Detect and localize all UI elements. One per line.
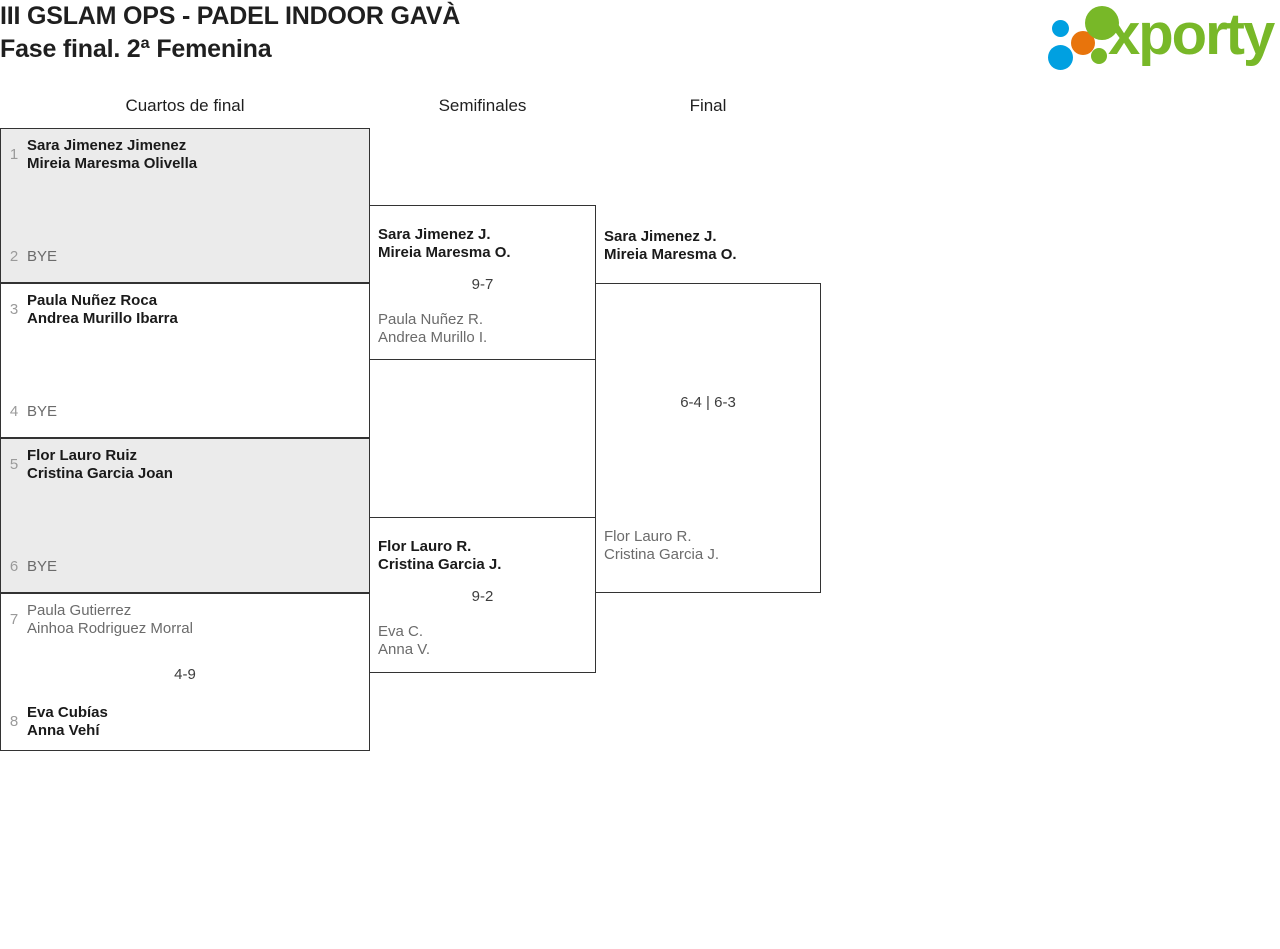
- player-name-1: Paula Nuñez R.: [378, 311, 484, 328]
- team-names: Sara Jimenez Jimenez Mireia Maresma Oliv…: [27, 137, 369, 173]
- team-names: Paula Nuñez Roca Andrea Murillo Ibarra: [27, 292, 369, 328]
- match-semifinal-1[interactable]: Sara Jimenez J. Mireia Maresma O. 9-7 Pa…: [369, 205, 596, 360]
- match-score: 9-7: [471, 276, 494, 293]
- player-name-2: Ainhoa Rodriguez Morral: [27, 620, 193, 637]
- team-slot[interactable]: 1 Sara Jimenez Jimenez Mireia Maresma Ol…: [1, 137, 369, 173]
- match-score: 4-9: [174, 666, 196, 683]
- xporty-logo[interactable]: xporty: [1046, 2, 1276, 70]
- seed-number: 2: [9, 248, 19, 265]
- team-names: Paula Gutierrez Ainhoa Rodriguez Morral: [27, 602, 369, 638]
- player-name-1: BYE: [27, 248, 58, 265]
- logo-dot-blue-large-icon: [1048, 45, 1073, 70]
- team-slot[interactable]: 4 BYE: [1, 394, 369, 421]
- player-name-1: Sara Jimenez J.: [378, 226, 491, 243]
- player-name-1: Sara Jimenez Jimenez: [27, 137, 187, 154]
- seed-number: 7: [9, 611, 19, 628]
- team-names: Flor Lauro R. Cristina Garcia J.: [370, 538, 595, 574]
- seed-number: 5: [9, 456, 19, 473]
- team-names: Eva Cubías Anna Vehí: [27, 704, 369, 740]
- match-quarterfinal-2[interactable]: 3 Paula Nuñez Roca Andrea Murillo Ibarra…: [0, 283, 370, 438]
- logo-wordmark: xporty: [1108, 2, 1275, 67]
- player-name-2: Cristina Garcia Joan: [27, 465, 173, 482]
- player-name-2: Mireia Maresma O.: [378, 244, 511, 261]
- team-slot[interactable]: Flor Lauro R. Cristina Garcia J.: [596, 528, 820, 564]
- team-slot[interactable]: 5 Flor Lauro Ruiz Cristina Garcia Joan: [1, 447, 369, 483]
- page-title: III GSLAM OPS - PADEL INDOOR GAVÀ Fase f…: [0, 0, 1000, 66]
- player-name-1: Flor Lauro Ruiz: [27, 447, 137, 464]
- match-score: 9-2: [471, 588, 494, 605]
- round-header-final: Final: [689, 96, 727, 115]
- team-slot[interactable]: 6 BYE: [1, 549, 369, 576]
- player-name-1: BYE: [27, 558, 58, 575]
- team-slot[interactable]: 2 BYE: [1, 239, 369, 266]
- seed-number: 1: [9, 146, 19, 163]
- team-names: Sara Jimenez J. Mireia Maresma O.: [596, 228, 820, 264]
- seed-number: 3: [9, 301, 19, 318]
- logo-dot-blue-small-icon: [1052, 20, 1069, 37]
- tournament-phase: Fase final. 2ª Femenina: [0, 35, 272, 63]
- team-names: Eva C. Anna V.: [370, 623, 595, 659]
- match-quarterfinal-4[interactable]: 7 Paula Gutierrez Ainhoa Rodriguez Morra…: [0, 593, 370, 751]
- tournament-name: III GSLAM OPS - PADEL INDOOR GAVÀ: [0, 2, 461, 30]
- player-name-1: Sara Jimenez J.: [604, 228, 717, 245]
- logo-dot-green-large-icon: [1085, 6, 1119, 40]
- player-name-1: BYE: [27, 403, 58, 420]
- player-name-2: Anna V.: [378, 641, 430, 658]
- seed-number: 4: [9, 403, 19, 420]
- player-name-2: Cristina Garcia J.: [378, 556, 502, 573]
- team-slot[interactable]: Paula Nuñez R. Andrea Murillo I.: [370, 311, 595, 347]
- match-score: 6-4 | 6-3: [680, 394, 736, 411]
- team-slot[interactable]: 3 Paula Nuñez Roca Andrea Murillo Ibarra: [1, 292, 369, 328]
- team-names: BYE: [27, 549, 369, 576]
- team-names: BYE: [27, 394, 369, 421]
- team-slot[interactable]: 8 Eva Cubías Anna Vehí: [1, 704, 369, 740]
- match-semifinal-2[interactable]: Flor Lauro R. Cristina Garcia J. 9-2 Eva…: [369, 517, 596, 673]
- team-names: Flor Lauro R. Cristina Garcia J.: [596, 528, 820, 564]
- team-slot[interactable]: 7 Paula Gutierrez Ainhoa Rodriguez Morra…: [1, 602, 369, 638]
- player-name-1: Paula Gutierrez: [27, 602, 132, 619]
- player-name-2: Mireia Maresma O.: [604, 246, 737, 263]
- match-quarterfinal-3[interactable]: 5 Flor Lauro Ruiz Cristina Garcia Joan 6…: [0, 438, 370, 593]
- team-names: BYE: [27, 239, 369, 266]
- seed-number: 8: [9, 713, 19, 730]
- round-header-semifinals: Semifinales: [438, 96, 527, 115]
- team-names: Sara Jimenez J. Mireia Maresma O.: [370, 226, 595, 262]
- match-final[interactable]: Sara Jimenez J. Mireia Maresma O. 6-4 | …: [595, 228, 821, 593]
- player-name-2: Andrea Murillo Ibarra: [27, 310, 178, 327]
- team-slot[interactable]: Sara Jimenez J. Mireia Maresma O.: [370, 226, 595, 262]
- team-slot[interactable]: Eva C. Anna V.: [370, 623, 595, 659]
- player-name-1: Eva Cubías: [27, 704, 108, 721]
- player-name-2: Mireia Maresma Olivella: [27, 155, 198, 172]
- player-name-2: Anna Vehí: [27, 722, 100, 739]
- logo-dot-green-small-icon: [1091, 48, 1107, 64]
- team-names: Paula Nuñez R. Andrea Murillo I.: [370, 311, 595, 347]
- seed-number: 6: [9, 558, 19, 575]
- player-name-1: Paula Nuñez Roca: [27, 292, 158, 309]
- round-header-quarterfinals: Cuartos de final: [125, 96, 245, 115]
- player-name-2: Andrea Murillo I.: [378, 329, 488, 346]
- player-name-1: Eva C.: [378, 623, 424, 640]
- player-name-2: Cristina Garcia J.: [604, 546, 720, 563]
- player-name-1: Flor Lauro R.: [604, 528, 692, 545]
- player-name-1: Flor Lauro R.: [378, 538, 472, 555]
- match-quarterfinal-1[interactable]: 1 Sara Jimenez Jimenez Mireia Maresma Ol…: [0, 128, 370, 283]
- team-names: Flor Lauro Ruiz Cristina Garcia Joan: [27, 447, 369, 483]
- team-slot[interactable]: Sara Jimenez J. Mireia Maresma O.: [596, 228, 820, 264]
- team-slot[interactable]: Flor Lauro R. Cristina Garcia J.: [370, 538, 595, 574]
